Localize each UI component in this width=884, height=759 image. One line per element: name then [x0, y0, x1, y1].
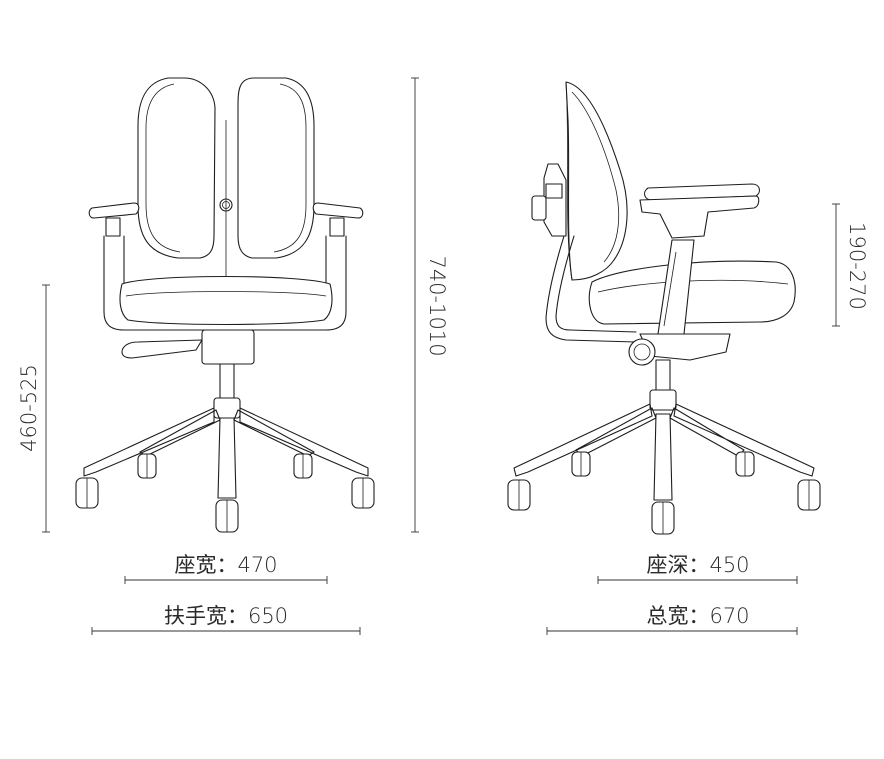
chair-side-view — [507, 81, 821, 535]
side-star-base — [513, 403, 815, 501]
side-caster-right — [797, 479, 821, 511]
label-overall-height: 740-1010 — [425, 255, 449, 356]
front-backrest-left-pad — [137, 77, 216, 259]
label-seat-width: 座宽：470 — [174, 553, 277, 577]
side-caster-back-left — [571, 451, 591, 477]
dimension-seat-height: 460-525 — [17, 284, 50, 533]
front-caster-right — [351, 477, 375, 509]
front-caster-back-left — [137, 453, 157, 479]
side-tension-knob — [628, 338, 656, 366]
side-seat-cushion — [588, 260, 796, 325]
front-backrest-right-pad — [237, 77, 315, 259]
side-gas-cylinder — [655, 359, 671, 393]
dimension-overall-width: 总宽：670 — [546, 604, 798, 635]
front-lumbar-knob — [219, 198, 233, 212]
side-caster-left — [507, 479, 531, 511]
dimension-armrest-height: 190-270 — [832, 203, 869, 327]
front-left-armrest — [103, 235, 205, 331]
dimension-seat-width: 座宽：470 — [124, 553, 328, 584]
side-backrest — [565, 81, 628, 281]
front-gas-cylinder — [219, 363, 235, 399]
dimension-overall-height: 740-1010 — [411, 77, 449, 533]
label-armrest-height: 190-270 — [845, 222, 869, 310]
chair-front-view — [75, 77, 375, 533]
front-caster-center — [215, 499, 239, 533]
side-armrest-post — [657, 239, 695, 335]
front-caster-back-right — [293, 453, 313, 479]
side-lumbar-adjuster — [543, 163, 567, 237]
dimension-seat-depth: 座深：450 — [597, 553, 798, 584]
dimension-armrest-width: 扶手宽：650 — [91, 604, 361, 635]
front-adjust-lever — [121, 339, 203, 359]
front-right-armrest-pad — [312, 202, 364, 219]
front-seat-mechanism — [201, 329, 255, 365]
label-seat-height: 460-525 — [17, 364, 41, 452]
side-caster-back-right — [735, 451, 755, 477]
side-caster-center — [651, 501, 675, 535]
side-back-support-bar — [545, 235, 637, 343]
label-overall-width: 总宽：670 — [646, 604, 749, 628]
front-right-armrest — [245, 235, 347, 331]
front-left-armrest-pad — [88, 202, 140, 219]
label-seat-depth: 座深：450 — [646, 553, 749, 577]
front-caster-left — [75, 477, 99, 509]
front-seat-cushion — [119, 275, 333, 326]
label-armrest-width: 扶手宽：650 — [164, 604, 288, 628]
front-star-base — [83, 407, 369, 499]
